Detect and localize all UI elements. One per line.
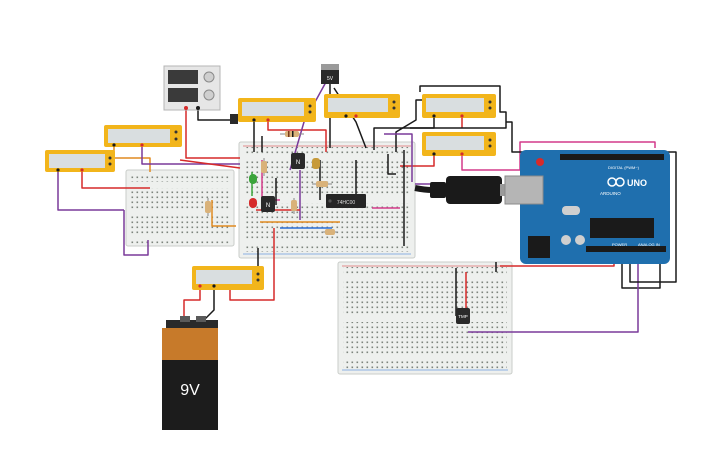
arduino-digital-label: DIGITAL (PWM~)	[608, 165, 640, 170]
arduino-power-label: POWER	[612, 242, 627, 247]
ic-label: 74HC00	[337, 200, 356, 206]
bottom-breadboard[interactable]	[337, 261, 513, 375]
led-green[interactable]	[249, 174, 257, 184]
resistor	[291, 198, 297, 214]
sensor-label: TMP	[458, 314, 468, 319]
multimeter-top-right-center[interactable]	[324, 94, 400, 118]
resistors	[205, 131, 338, 235]
transistor-b-label: N	[266, 203, 270, 209]
transistor-a-label: N	[296, 160, 300, 166]
arduino-brand: UNO	[627, 178, 647, 188]
arduino-analog-label: ANALOG IN	[638, 242, 660, 247]
resistor	[205, 198, 211, 216]
battery-label: 9V	[180, 382, 200, 399]
multimeter-top-center[interactable]	[238, 98, 316, 122]
resistor	[261, 158, 267, 176]
multimeter-bottom[interactable]	[192, 266, 264, 290]
multimeter-top-right[interactable]	[422, 94, 496, 118]
multimeter-right-middle[interactable]	[422, 132, 496, 156]
resistor	[312, 181, 332, 187]
ic-chip[interactable]: 74HC00	[326, 194, 366, 208]
regulator-label: 5V	[327, 76, 334, 82]
battery-9v[interactable]: 9V	[162, 316, 218, 430]
voltage-regulator[interactable]: 5V	[321, 64, 339, 84]
slide-switch[interactable]	[230, 114, 238, 124]
power-supply[interactable]	[163, 65, 221, 111]
multimeter-left[interactable]	[45, 150, 115, 172]
resistor	[280, 131, 304, 137]
transistor-b[interactable]: N	[261, 196, 275, 212]
temperature-sensor[interactable]: TMP	[456, 308, 470, 324]
usb-cable	[414, 176, 520, 204]
arduino-uno[interactable]: UNO ARDUINO DIGITAL (PWM~) POWER ANALOG …	[504, 150, 670, 264]
left-breadboard[interactable]	[125, 169, 235, 247]
led-red[interactable]	[249, 198, 257, 208]
capacitor[interactable]	[312, 158, 320, 169]
transistor-a[interactable]: N	[291, 153, 305, 169]
multimeter-second[interactable]	[104, 125, 182, 147]
arduino-sub: ARDUINO	[600, 191, 621, 196]
resistor	[322, 229, 338, 235]
